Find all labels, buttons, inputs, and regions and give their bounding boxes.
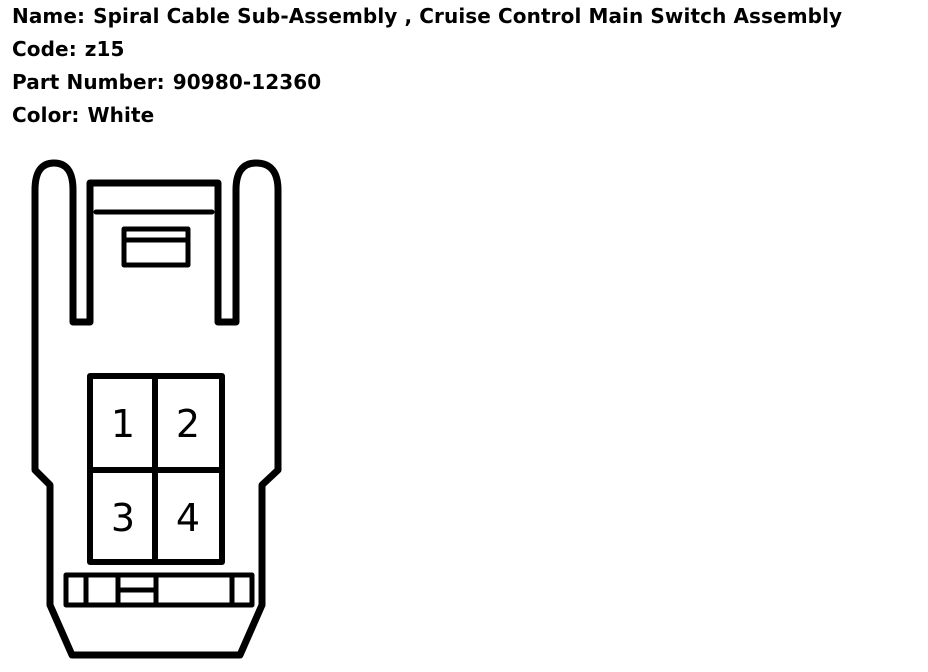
locking-tab [121,226,191,268]
name-value: Spiral Cable Sub-Assembly , Cruise Contr… [93,4,843,28]
code-label: Code: [12,37,77,61]
color-label: Color: [12,103,80,127]
code-value: z15 [84,37,125,61]
part-number-value: 90980-12360 [172,70,322,94]
color-value: White [87,103,155,127]
pin-2-label: 2 [176,402,200,446]
pin-3-label: 3 [111,496,135,540]
pin-4-label: 4 [176,496,200,540]
connector-info: Name: Spiral Cable Sub-Assembly , Cruise … [12,0,922,132]
name-line: Name: Spiral Cable Sub-Assembly , Cruise … [12,0,922,33]
connector-base [63,572,255,608]
pin-1-label: 1 [111,402,135,446]
color-line: Color: White [12,99,922,132]
part-number-line: Part Number: 90980-12360 [12,66,922,99]
code-line: Code: z15 [12,33,922,66]
name-label: Name: [12,4,86,28]
connector-housing [31,159,282,659]
part-number-label: Part Number: [12,70,165,94]
